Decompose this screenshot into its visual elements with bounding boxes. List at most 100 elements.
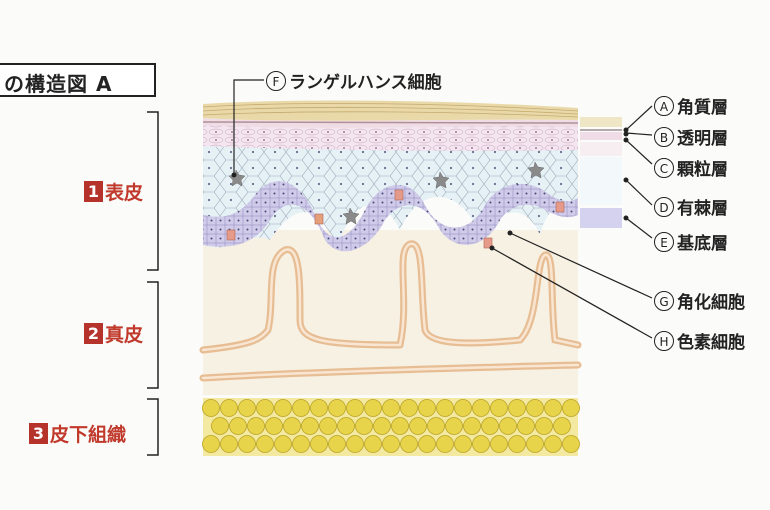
langerhans-cell bbox=[432, 171, 450, 189]
fat-cell bbox=[238, 435, 256, 453]
fat-cell bbox=[364, 435, 382, 453]
fat-cell bbox=[319, 417, 337, 435]
brackets bbox=[147, 111, 159, 456]
swatch-corneum bbox=[580, 117, 622, 127]
fat-cell bbox=[418, 435, 436, 453]
callout-letter: F bbox=[266, 70, 286, 91]
fat-cell bbox=[328, 435, 346, 453]
fat-cell bbox=[373, 417, 391, 435]
callout-keratinocyte: G 角化細胞 bbox=[654, 288, 745, 313]
fat-cell bbox=[247, 417, 265, 435]
callout-granulosum: C 顆粒層 bbox=[654, 155, 728, 180]
fat-cell bbox=[256, 435, 274, 453]
fat-cell bbox=[418, 399, 436, 417]
fat-cell bbox=[517, 417, 535, 435]
swatch-spinosum bbox=[580, 157, 622, 205]
fat-cell bbox=[220, 435, 238, 453]
fat-cell bbox=[490, 399, 508, 417]
melanocyte-cell bbox=[483, 237, 493, 249]
fat-cell bbox=[337, 417, 355, 435]
callout-corneum: A 角質層 bbox=[654, 93, 728, 118]
fat-cell bbox=[301, 417, 319, 435]
callout-spinosum: D 有棘層 bbox=[654, 194, 728, 219]
fat-cell bbox=[409, 417, 427, 435]
callout-label: 透明層 bbox=[677, 129, 728, 149]
fat-cell bbox=[265, 417, 283, 435]
fat-cell bbox=[508, 399, 526, 417]
leader-lines bbox=[233, 79, 653, 339]
fat-cell bbox=[562, 435, 580, 453]
section-number: 1 bbox=[84, 181, 103, 202]
callout-label: 角質層 bbox=[677, 98, 728, 118]
section-subcutaneous: 3 皮下組織 bbox=[29, 420, 126, 447]
section-number: 2 bbox=[84, 323, 103, 344]
section-number: 3 bbox=[29, 423, 48, 444]
fat-cell bbox=[283, 417, 301, 435]
fat-cell bbox=[436, 399, 454, 417]
fat-cell bbox=[211, 417, 229, 435]
stratum-corneum bbox=[203, 100, 578, 121]
swatch-lucidum bbox=[580, 132, 622, 140]
fat-cell bbox=[400, 435, 418, 453]
callout-letter: A bbox=[654, 95, 674, 116]
callout-letter: C bbox=[654, 157, 674, 178]
section-label: 皮下組織 bbox=[50, 424, 127, 446]
fat-cell bbox=[346, 399, 364, 417]
fat-cell bbox=[310, 435, 328, 453]
callout-letter: E bbox=[654, 231, 674, 252]
fat-cell bbox=[544, 399, 562, 417]
section-label: 表皮 bbox=[105, 182, 144, 204]
fat-cell bbox=[256, 399, 274, 417]
fat-cell bbox=[328, 399, 346, 417]
melanocyte-cell bbox=[555, 201, 565, 213]
fat-cell bbox=[490, 435, 508, 453]
fat-cell bbox=[391, 417, 409, 435]
callout-letter: G bbox=[654, 290, 674, 311]
fat-cell bbox=[355, 417, 373, 435]
callout-lucidum: B 透明層 bbox=[654, 124, 728, 149]
langerhans-cell bbox=[342, 207, 360, 225]
fat-cell bbox=[454, 435, 472, 453]
section-label: 真皮 bbox=[105, 324, 144, 346]
fat-cell bbox=[553, 417, 571, 435]
section-epidermis: 1 表皮 bbox=[84, 178, 143, 205]
callout-label: 色素細胞 bbox=[677, 333, 745, 353]
fat-cell bbox=[454, 399, 472, 417]
fat-cell bbox=[382, 399, 400, 417]
swatch-basale bbox=[580, 208, 622, 228]
fat-cell bbox=[382, 435, 400, 453]
callout-label: 顆粒層 bbox=[677, 160, 728, 180]
fat-cell bbox=[229, 417, 247, 435]
callout-letter: B bbox=[654, 126, 674, 147]
title-box: の構造図 A bbox=[0, 63, 156, 97]
fat-cell bbox=[472, 399, 490, 417]
melanocyte-cell bbox=[394, 189, 404, 201]
langerhans-cell bbox=[228, 169, 246, 187]
fat-cell bbox=[472, 435, 490, 453]
fat-cell bbox=[292, 399, 310, 417]
fat-cell bbox=[202, 435, 220, 453]
fat-cell bbox=[310, 399, 328, 417]
section-dermis: 2 真皮 bbox=[84, 320, 143, 347]
fat-cell bbox=[274, 399, 292, 417]
melanocyte-cell bbox=[226, 229, 236, 241]
melanocyte-cell bbox=[314, 213, 324, 225]
fat-cell bbox=[526, 399, 544, 417]
callout-melanocyte: H 色素細胞 bbox=[654, 328, 745, 353]
fat-cell bbox=[544, 435, 562, 453]
fat-cell bbox=[463, 417, 481, 435]
callout-basale: E 基底層 bbox=[654, 229, 728, 254]
callout-label: 基底層 bbox=[677, 234, 728, 254]
fat-cell bbox=[400, 399, 418, 417]
fat-cell bbox=[202, 399, 220, 417]
fat-cell bbox=[274, 435, 292, 453]
fat-cell bbox=[436, 435, 454, 453]
callout-label: 有棘層 bbox=[677, 199, 728, 219]
callout-letter: H bbox=[654, 330, 674, 351]
fat-cell bbox=[238, 399, 256, 417]
fat-cell bbox=[562, 399, 580, 417]
callout-langerhans: F ランゲルハンス細胞 bbox=[266, 68, 442, 93]
fat-cell bbox=[364, 399, 382, 417]
